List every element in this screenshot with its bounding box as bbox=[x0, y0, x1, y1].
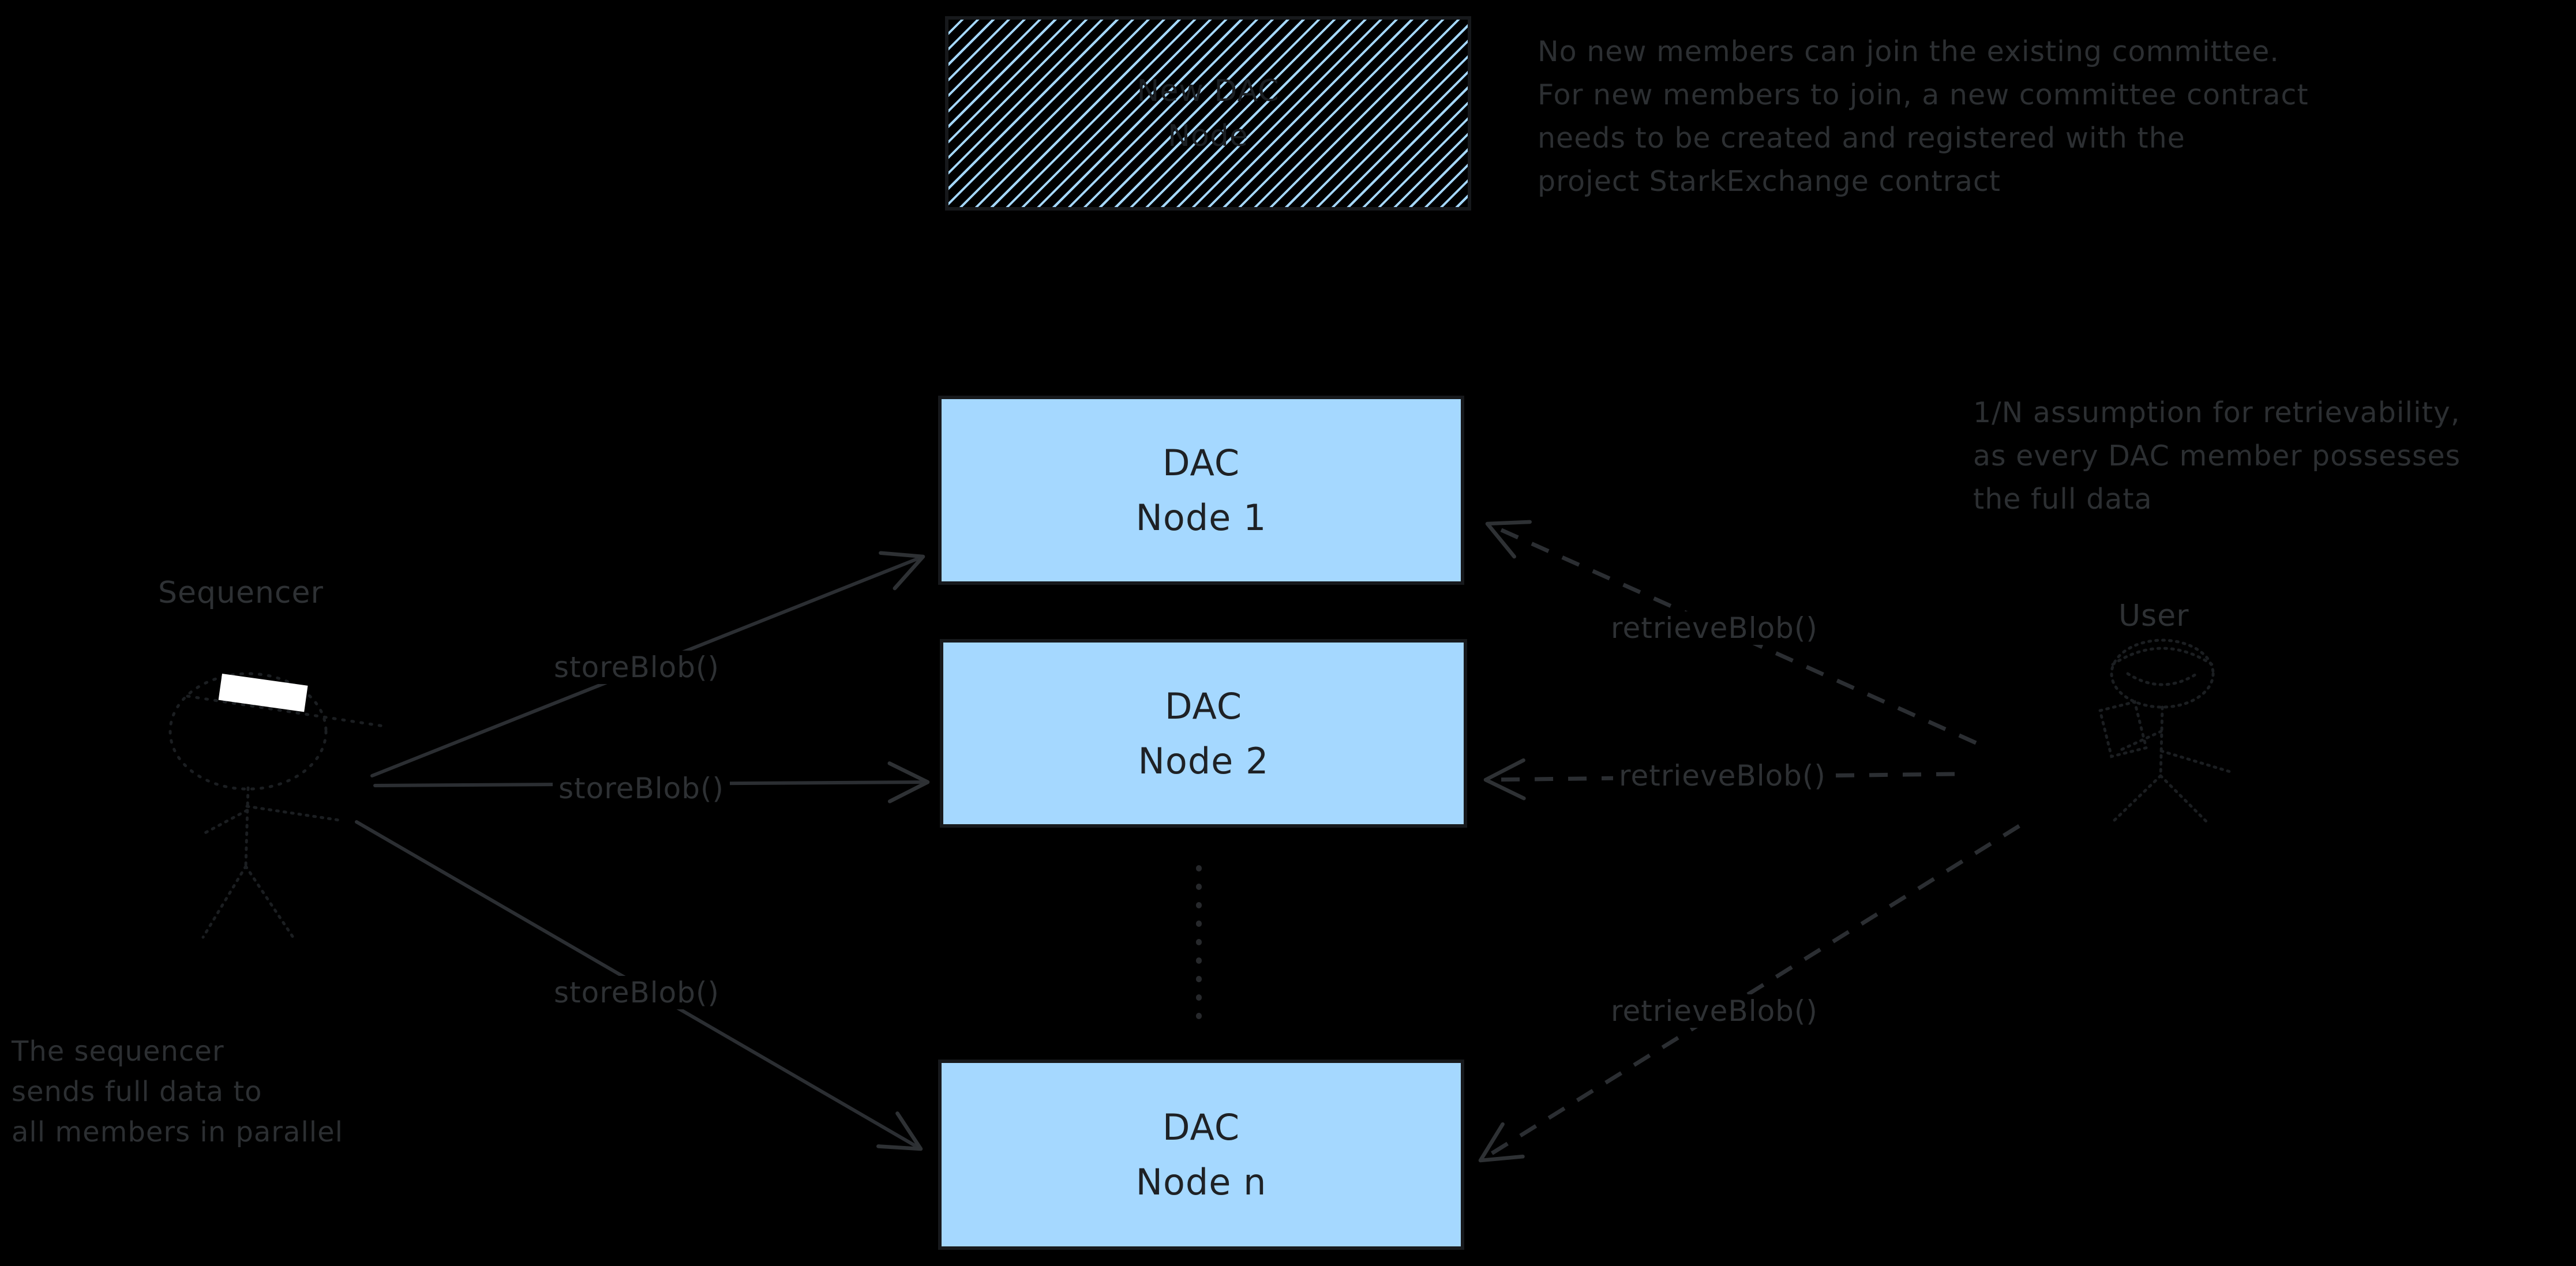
store-blob-label-2: storeBlob() bbox=[553, 772, 730, 805]
robot-left-arm bbox=[199, 809, 249, 837]
user-label: User bbox=[2118, 599, 2189, 633]
note-line: all members in parallel bbox=[12, 1116, 343, 1148]
retrieve-blob-label-1: retrieveBlob() bbox=[1605, 611, 1824, 645]
robot-body bbox=[244, 786, 250, 868]
sequencer-figure bbox=[168, 672, 389, 941]
node-dac-1: DAC Node 1 bbox=[938, 396, 1464, 585]
user-hair bbox=[2111, 647, 2214, 666]
store-blob-label-3: storeBlob() bbox=[548, 976, 726, 1009]
store-blob-label-1: storeBlob() bbox=[548, 651, 726, 684]
robot-right-leg bbox=[244, 865, 296, 941]
user-left-arm bbox=[2117, 730, 2163, 753]
robot-visor bbox=[218, 674, 308, 712]
arrow-retrieve-noden bbox=[1478, 824, 2020, 1163]
note-line: needs to be created and registered with … bbox=[1538, 122, 2185, 155]
user-right-leg bbox=[2159, 774, 2210, 825]
note-line: as every DAC member possesses bbox=[1973, 439, 2461, 472]
note-line: For new members to join, a new committee… bbox=[1538, 78, 2309, 111]
node-new-dac: New DAC Node bbox=[945, 16, 1471, 211]
user-figure bbox=[2098, 638, 2236, 825]
node-label-line: New DAC bbox=[1137, 73, 1280, 108]
note-line: 1/N assumption for retrievability, bbox=[1973, 396, 2461, 429]
node-dac-n: DAC Node n bbox=[938, 1060, 1464, 1250]
retrievability-note: 1/N assumption for retrievability, as ev… bbox=[1973, 391, 2461, 521]
sequencer-note: The sequencer sends full data to all mem… bbox=[12, 1031, 343, 1152]
committee-note: No new members can join the existing com… bbox=[1538, 30, 2309, 203]
user-head bbox=[2110, 638, 2215, 709]
robot-hat-brim bbox=[186, 694, 389, 728]
store-blob-arrows bbox=[355, 551, 930, 1151]
note-line: No new members can join the existing com… bbox=[1538, 35, 2279, 68]
sequencer-label: Sequencer bbox=[158, 576, 324, 610]
user-left-leg bbox=[2113, 774, 2162, 822]
robot-left-leg bbox=[201, 865, 248, 939]
node-label-line: Node bbox=[1168, 118, 1248, 153]
node-label-line: Node n bbox=[1135, 1161, 1267, 1203]
user-face-curve bbox=[2126, 672, 2199, 686]
retrieve-blob-label-3: retrieveBlob() bbox=[1605, 994, 1824, 1028]
user-body bbox=[2159, 705, 2164, 777]
node-label-line: DAC bbox=[1162, 1106, 1240, 1148]
retrieve-blob-label-2: retrieveBlob() bbox=[1613, 759, 1832, 792]
node-label-line: DAC bbox=[1162, 442, 1240, 484]
node-dac-2: DAC Node 2 bbox=[940, 639, 1467, 828]
note-line: sends full data to bbox=[12, 1076, 263, 1108]
robot-right-arm bbox=[245, 805, 341, 822]
note-line: the full data bbox=[1973, 483, 2153, 516]
user-right-arm bbox=[2159, 749, 2236, 775]
node-label-line: Node 1 bbox=[1135, 497, 1267, 539]
node-label-line: Node 2 bbox=[1138, 739, 1269, 782]
node-label-line: DAC bbox=[1164, 685, 1243, 727]
note-line: The sequencer bbox=[12, 1035, 224, 1068]
robot-head bbox=[168, 672, 328, 791]
note-line: project StarkExchange contract bbox=[1538, 165, 2001, 198]
